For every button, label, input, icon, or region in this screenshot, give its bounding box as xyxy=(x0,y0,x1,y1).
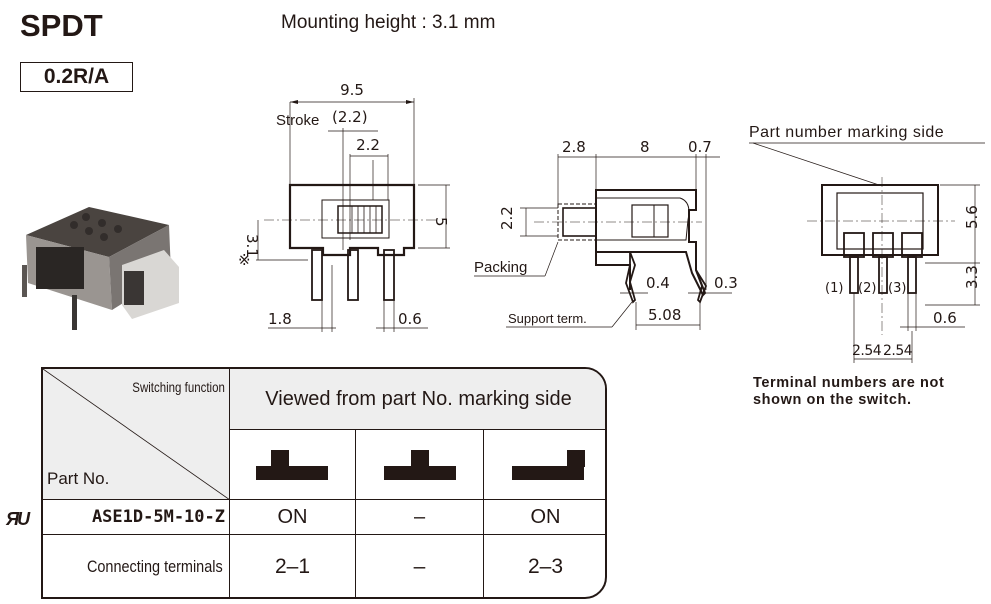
ul-cert-icon: ЯU xyxy=(6,509,30,529)
terminal-note: Terminal numbers are not shown on the sw… xyxy=(753,375,944,409)
connecting-terminals-label: Connecting terminals xyxy=(43,535,230,597)
position-left-cell xyxy=(230,430,356,500)
switch-right-position-icon xyxy=(512,450,585,480)
dim-pitch-left: 1.8 xyxy=(268,310,292,328)
dim-support-width: 0.4 xyxy=(646,274,670,292)
dim-support-pitch: 5.08 xyxy=(648,306,681,324)
terminal-1: (1) xyxy=(825,281,843,296)
dim-terminal-thickness: 0.3 xyxy=(714,274,738,292)
terminal-3: (3) xyxy=(888,281,906,296)
dim-rear-terminal-width: 0.6 xyxy=(933,309,957,327)
terminals-center: – xyxy=(356,535,484,597)
dim-width: 9.5 xyxy=(340,81,364,99)
dim-pitch-2: 2.54 xyxy=(883,343,913,359)
packing-label: Packing xyxy=(474,259,527,276)
position-right-cell xyxy=(484,430,605,500)
dim-body-length: 8 xyxy=(640,138,650,156)
corner-cell: Switching function Part No. xyxy=(43,369,230,500)
part-right-state: ON xyxy=(484,500,605,535)
part-center-state: – xyxy=(356,500,484,535)
corner-bottom-label: Part No. xyxy=(47,469,110,488)
corner-top-label: Switching function xyxy=(132,379,225,395)
part-number: ASE1D-5M-10-Z xyxy=(43,500,230,535)
dim-mount-height: 3.1 xyxy=(243,234,261,258)
view-header: Viewed from part No. marking side xyxy=(230,369,605,430)
side-view-drawing: 2.8 8 0.7 2.2 Packing 0.4 0.3 Support te… xyxy=(474,138,738,330)
position-center-cell xyxy=(356,430,484,500)
dim-knob-height: 2.2 xyxy=(498,206,516,230)
support-term-label: Support term. xyxy=(508,311,587,326)
dim-knob-width: 2.2 xyxy=(356,136,380,154)
stroke-value: (2.2) xyxy=(332,108,368,126)
mount-mark: ※ xyxy=(238,251,251,269)
part-left-state: ON xyxy=(230,500,356,535)
dim-terminal-length: 3.3 xyxy=(963,265,981,289)
switch-left-position-icon xyxy=(256,450,328,480)
terminal-note-line-1: Terminal numbers are not xyxy=(753,375,945,391)
dim-overhang: 0.7 xyxy=(688,138,712,156)
dim-rear-height: 5.6 xyxy=(963,205,981,229)
product-photo xyxy=(22,207,179,330)
stroke-label: Stroke xyxy=(276,112,319,129)
rating-badge: 0.2R/A xyxy=(20,62,133,92)
terminal-note-line-2: shown on the switch. xyxy=(753,392,912,408)
switching-function-table: Switching function Part No. Viewed from … xyxy=(41,367,607,599)
terminal-2: (2) xyxy=(858,281,876,296)
terminals-left: 2–1 xyxy=(230,535,356,597)
connecting-terminals-text: Connecting terminals xyxy=(87,557,223,576)
switch-center-position-icon xyxy=(384,450,456,480)
terminals-right: 2–3 xyxy=(527,555,564,578)
dim-terminal-width: 0.6 xyxy=(398,310,422,328)
dim-pitch-1: 2.54 xyxy=(852,343,882,359)
front-view-drawing: 9.5 Stroke (2.2) 2.2 5 ※ 3.1 1.8 0.6 xyxy=(238,81,450,332)
dim-packing-length: 2.8 xyxy=(562,138,586,156)
dim-height: 5 xyxy=(432,217,450,227)
marking-side-label: Part number marking side xyxy=(749,124,944,141)
mounting-height: Mounting height : 3.1 mm xyxy=(281,12,496,33)
rear-view-drawing: Part number marking side (1) (2) (3) 5.6… xyxy=(749,124,985,363)
page-title: SPDT xyxy=(20,8,103,43)
